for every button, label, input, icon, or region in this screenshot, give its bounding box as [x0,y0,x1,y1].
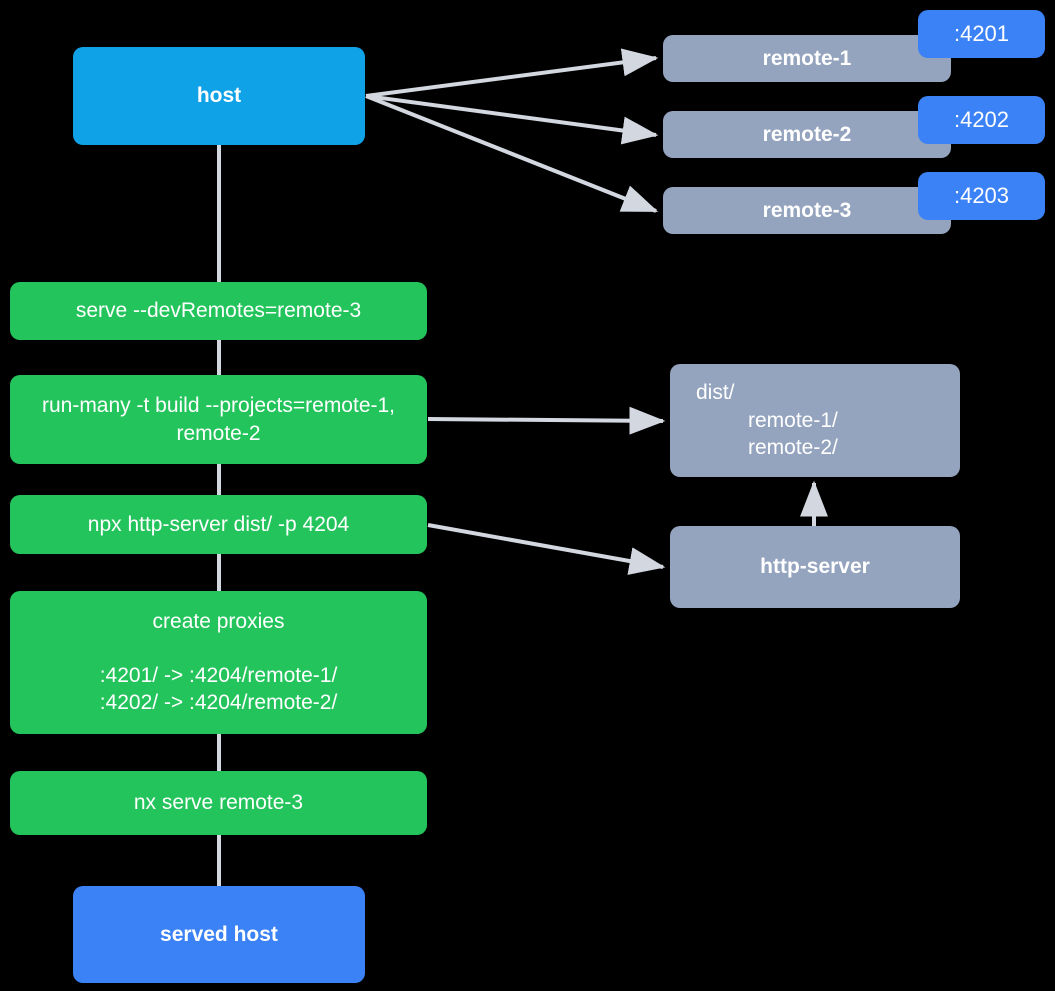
node-host-label: host [196,84,242,108]
node-remote-1[interactable]: remote-1 [663,35,951,82]
port-badge-remote-1-label: :4201 [953,21,1010,46]
node-command-nx-serve[interactable]: nx serve remote-3 [10,771,427,835]
node-http-server[interactable]: http-server [670,526,960,608]
node-command-npx-http-server-label: npx http-server dist/ -p 4204 [87,512,350,536]
port-badge-remote-1: :4201 [918,10,1045,58]
node-remote-1-label: remote-1 [762,46,852,70]
node-dist-folder[interactable]: dist/ remote-1/ remote-2/ [670,364,960,477]
port-badge-remote-3-label: :4203 [953,183,1010,208]
node-remote-2-label: remote-2 [762,122,852,146]
edge-npx-to-httpserver [427,523,666,575]
node-command-run-many-label: run-many -t build --projects=remote-1, r… [41,393,396,445]
edge-host-to-remotes [365,48,659,213]
proxy-mapping-line-2: :4202/ -> :4204/remote-2/ [99,691,338,715]
node-command-serve-label: serve --devRemotes=remote-3 [75,299,362,323]
port-badge-remote-2-label: :4202 [953,107,1010,132]
node-remote-3-label: remote-3 [762,198,852,222]
port-badge-remote-3: :4203 [918,172,1045,220]
dist-child-remote-2: remote-2/ [748,436,838,460]
node-command-create-proxies-title: create proxies [152,609,285,633]
dist-child-remote-1: remote-1/ [748,408,838,432]
node-http-server-label: http-server [760,555,870,579]
dist-root-label: dist/ [696,380,735,404]
port-badge-remote-2: :4202 [918,96,1045,144]
node-command-nx-serve-label: nx serve remote-3 [133,791,304,815]
proxy-mapping-line-1: :4201/ -> :4204/remote-1/ [99,663,338,687]
node-command-npx-http-server[interactable]: npx http-server dist/ -p 4204 [10,495,427,554]
node-served-host[interactable]: served host [73,886,365,983]
edge-runmany-to-dist [427,406,666,435]
node-remote-2[interactable]: remote-2 [663,111,951,158]
node-command-run-many[interactable]: run-many -t build --projects=remote-1, r… [10,375,427,464]
node-command-serve[interactable]: serve --devRemotes=remote-3 [10,282,427,340]
node-served-host-label: served host [160,922,278,946]
node-command-create-proxies[interactable]: create proxies :4201/ -> :4204/remote-1/… [10,591,427,734]
node-host[interactable]: host [73,47,365,145]
node-remote-3[interactable]: remote-3 [663,187,951,234]
